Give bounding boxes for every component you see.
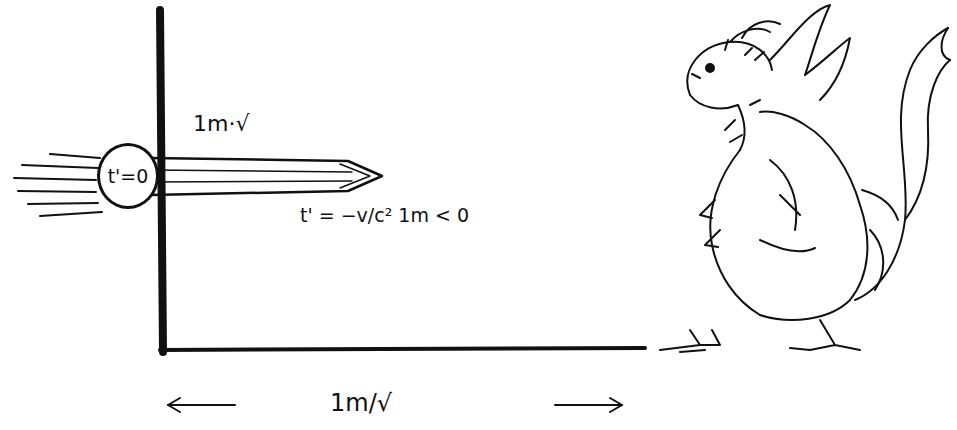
speed-lines (14, 154, 102, 216)
time-formula: t' = −v/c² 1m < 0 (300, 205, 469, 226)
dragon (660, 5, 950, 352)
circle-node: t'=0 (97, 143, 159, 209)
rod-arrow (150, 158, 382, 195)
length-label: 1m·√ (193, 112, 249, 136)
length-label: 1m/√ (330, 390, 392, 416)
time-label: t'=0 (108, 166, 149, 187)
floor (160, 348, 645, 350)
wall (160, 10, 163, 352)
dimension-arrows (168, 398, 622, 412)
